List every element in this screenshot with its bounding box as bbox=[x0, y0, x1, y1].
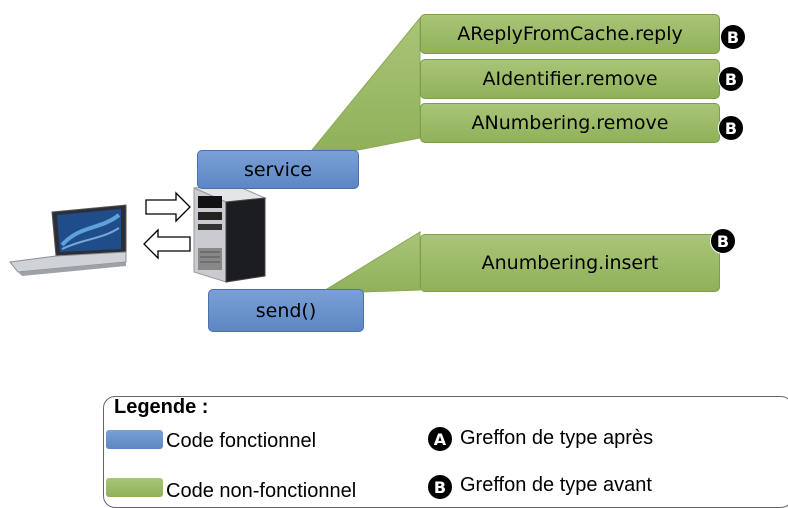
arrow-left-icon bbox=[143, 228, 191, 260]
legend-swatch-non-functional bbox=[106, 478, 163, 497]
node-identifier-remove: AIdentifier.remove bbox=[420, 59, 720, 99]
legend-title: Legende : bbox=[114, 396, 209, 418]
legend-after-label: Greffon de type après bbox=[460, 427, 654, 449]
laptop-icon bbox=[9, 204, 127, 276]
node-numbering-insert: Anumbering.insert bbox=[420, 234, 720, 292]
badge-before-numbering-insert: B bbox=[710, 228, 736, 254]
legend-badge-before: B bbox=[427, 474, 453, 500]
service-connector bbox=[310, 16, 421, 151]
server-tower-icon bbox=[193, 184, 267, 283]
node-send: send() bbox=[208, 289, 364, 332]
node-numbering-remove: ANumbering.remove bbox=[420, 103, 720, 143]
arrow-right-icon bbox=[145, 191, 191, 223]
legend-non-functional-label: Code non-fonctionnel bbox=[166, 480, 357, 502]
legend-swatch-functional bbox=[106, 430, 163, 449]
node-reply-from-cache: AReplyFromCache.reply bbox=[420, 14, 720, 54]
node-service: service bbox=[197, 150, 359, 189]
badge-before-numbering-remove: B bbox=[718, 115, 744, 141]
legend-before-label: Greffon de type avant bbox=[460, 474, 652, 496]
send-connector bbox=[320, 231, 421, 293]
badge-before-reply: B bbox=[720, 24, 746, 50]
legend-functional-label: Code fonctionnel bbox=[166, 430, 317, 452]
badge-before-identifier: B bbox=[718, 66, 744, 92]
legend-badge-after: A bbox=[427, 426, 453, 452]
